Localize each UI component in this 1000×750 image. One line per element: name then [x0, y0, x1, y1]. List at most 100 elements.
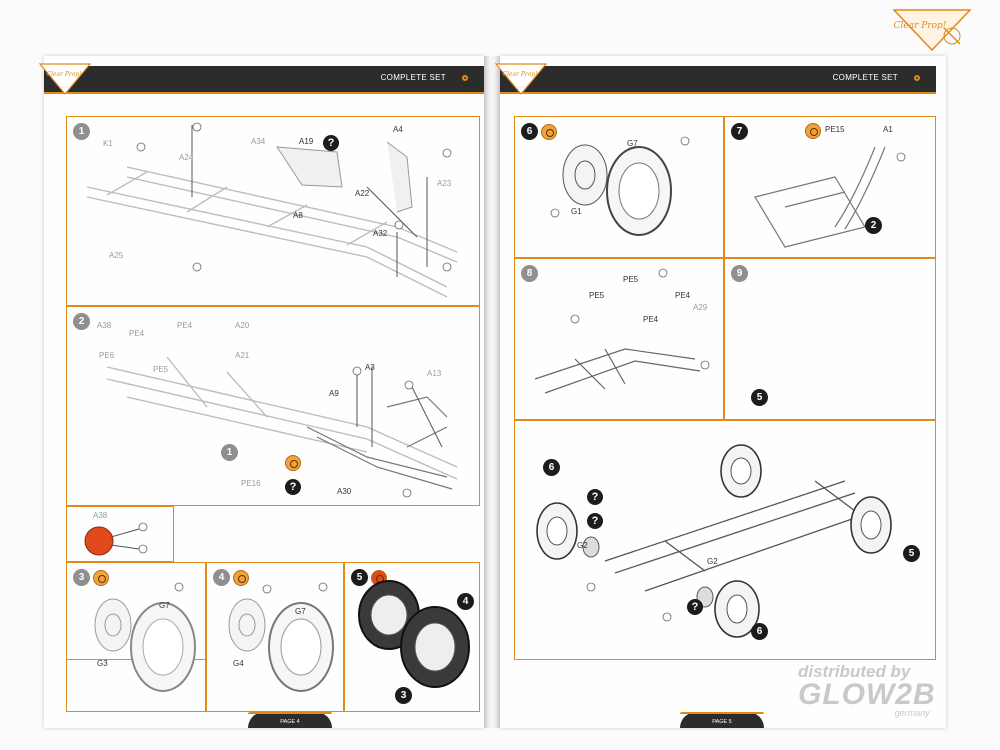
- part-label-pe5: PE5: [589, 291, 605, 300]
- header-logo: Clear Prop!: [38, 63, 92, 95]
- distributor-watermark: distributed by GLOW2B germany: [798, 662, 936, 718]
- part-label-g3: G3: [97, 659, 108, 668]
- header-dot-icon: [462, 75, 468, 81]
- step-9-assembly-area: 5 6 ? ? G2 G2 ? 5 6: [514, 389, 936, 660]
- part-label-a38: A38: [93, 511, 108, 520]
- instruction-page-left: Clear Prop! COMPLETE SET 1: [38, 56, 484, 728]
- part-label-a30: A30: [337, 487, 352, 496]
- part-label-a8: A8: [293, 211, 303, 220]
- step-9-panel: 9: [724, 258, 936, 420]
- step-7-panel: 7 PE15 A1 2: [724, 116, 936, 258]
- paint-icon: [805, 123, 821, 139]
- header-title: COMPLETE SET: [832, 73, 898, 82]
- step-2-panel: 2 1 ? A38 PE4 PE4 PE6 PE5 A20: [66, 306, 480, 506]
- reference-circle: 5: [903, 545, 920, 562]
- paint-icon: [93, 570, 109, 586]
- part-label-pe6: PE6: [99, 351, 115, 360]
- part-label-a32: A32: [373, 229, 388, 238]
- part-label-a24: A24: [179, 153, 194, 162]
- part-label-a23: A23: [437, 179, 452, 188]
- part-label-a4: A4: [393, 125, 403, 134]
- part-label-pe5: PE5: [153, 365, 169, 374]
- page-header: Clear Prop! COMPLETE SET: [38, 63, 484, 95]
- book-gutter: [484, 56, 500, 728]
- part-label-a29: A29: [693, 303, 708, 312]
- axle-assembly-drawing: [754, 146, 906, 248]
- svg-text:Clear Prop!: Clear Prop!: [502, 71, 538, 78]
- painted-wheels-drawing: [358, 580, 470, 688]
- wheel-tire-drawing: [550, 136, 690, 236]
- step-6-panel: 6 G7 G1: [514, 116, 724, 258]
- part-label-g2: G2: [577, 541, 588, 550]
- part-label-g4: G4: [233, 659, 244, 668]
- watermark-line-1: distributed by: [798, 662, 911, 681]
- step-4-panel: 4 G7 G4: [206, 562, 344, 712]
- part-label-a22: A22: [355, 189, 370, 198]
- part-label-k1: K1: [103, 139, 113, 148]
- step-number: 5: [351, 569, 368, 586]
- step-number: 2: [73, 313, 90, 330]
- part-label-a1: A1: [883, 125, 893, 134]
- part-label-g7: G7: [627, 139, 638, 148]
- svg-text:Clear Prop!: Clear Prop!: [894, 21, 947, 31]
- step-3-panel: 3 G7 G3: [66, 562, 206, 712]
- reference-circle: 4: [457, 593, 474, 610]
- step-number: 1: [73, 123, 90, 140]
- part-label-pe4: PE4: [129, 329, 145, 338]
- chassis-assembly-drawing: [106, 356, 458, 498]
- part-label-a25: A25: [109, 251, 124, 260]
- part-label-g1: G1: [571, 207, 582, 216]
- red-part-drawing: [84, 522, 148, 556]
- step-number: 4: [213, 569, 230, 586]
- part-label-pe15: PE15: [825, 125, 845, 134]
- header-dot-icon: [914, 75, 920, 81]
- part-label-g7: G7: [295, 607, 306, 616]
- step-number: 3: [73, 569, 90, 586]
- step-1-panel: 1 ? K1 A24 A34 A19 A4 A23: [66, 116, 480, 306]
- final-chassis-drawing: [536, 444, 892, 638]
- part-label-pe16: PE16: [241, 479, 261, 488]
- step-5-panel: 5 4 3: [344, 562, 480, 712]
- paint-icon: [285, 455, 301, 471]
- page-number-tab: PAGE 5: [680, 712, 764, 728]
- frame-detail-drawing: [534, 268, 710, 394]
- chassis-frame-drawing: [86, 122, 458, 298]
- header-title: COMPLETE SET: [380, 73, 446, 82]
- part-label-a21: A21: [235, 351, 250, 360]
- paint-icon: [541, 124, 557, 140]
- header-logo: Clear Prop!: [494, 63, 548, 95]
- page-number-tab: PAGE 4: [248, 712, 332, 728]
- part-label-a34: A34: [251, 137, 266, 146]
- question-icon: ?: [285, 479, 301, 495]
- reference-circle: 2: [865, 217, 882, 234]
- svg-text:Clear Prop!: Clear Prop!: [46, 71, 82, 78]
- reference-circle: 5: [751, 389, 768, 406]
- reference-circle: 6: [751, 623, 768, 640]
- step-number: 8: [521, 265, 538, 282]
- step-number: 7: [731, 123, 748, 140]
- part-label-pe5: PE5: [623, 275, 639, 284]
- step-number: 6: [521, 123, 538, 140]
- reference-circle: 6: [543, 459, 560, 476]
- step-number: 9: [731, 265, 748, 282]
- reference-circle: 3: [395, 687, 412, 704]
- clearprop-logo: Clear Prop!: [892, 9, 972, 52]
- question-icon: ?: [687, 599, 703, 615]
- instruction-page-right: Clear Prop! COMPLETE SET 6 G7 G1 7: [494, 56, 946, 728]
- step-8-panel: 8 PE5 PE5 PE4 PE4 A29: [514, 258, 724, 420]
- wheel-tire-drawing: [94, 582, 196, 692]
- part-label-a3: A3: [365, 363, 375, 372]
- watermark-line-3: germany: [894, 708, 930, 718]
- question-icon: ?: [587, 513, 603, 529]
- question-icon: ?: [587, 489, 603, 505]
- part-label-a20: A20: [235, 321, 250, 330]
- reference-circle: 1: [221, 444, 238, 461]
- part-label-g2: G2: [707, 557, 718, 566]
- part-label-a9: A9: [329, 389, 339, 398]
- question-icon: ?: [323, 135, 339, 151]
- part-label-pe4: PE4: [675, 291, 691, 300]
- inset-a38-panel: A38: [66, 506, 174, 562]
- page-header: Clear Prop! COMPLETE SET: [494, 63, 936, 95]
- part-label-a19: A19: [299, 137, 314, 146]
- part-label-a13: A13: [427, 369, 442, 378]
